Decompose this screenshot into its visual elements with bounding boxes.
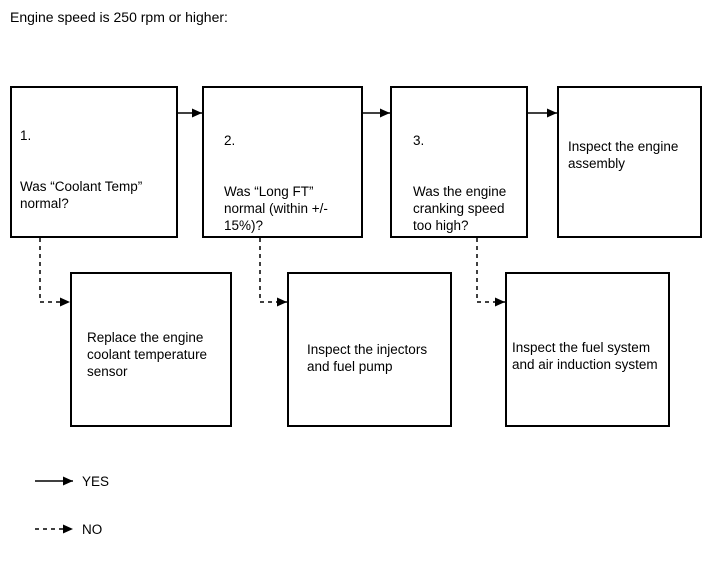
result-box-coolant-sensor-text: Replace the engine coolant temperature s… bbox=[87, 330, 208, 379]
result-box-fuel-air-induction: Inspect the fuel system and air inductio… bbox=[505, 272, 670, 427]
result-box-coolant-sensor: Replace the engine coolant temperature s… bbox=[70, 272, 232, 427]
decision-box-1-number: 1. bbox=[20, 128, 32, 143]
decision-box-1: 1. Was “Coolant Temp” normal? bbox=[10, 86, 178, 238]
no-connector-1 bbox=[39, 238, 70, 307]
result-box-injectors-fuel-pump-text: Inspect the injectors and fuel pump bbox=[307, 342, 428, 374]
decision-box-2-question: Was “Long FT” normal (within +/- 15%)? bbox=[224, 184, 328, 233]
decision-box-3: 3. Was the engine cranking speed too hig… bbox=[390, 86, 528, 238]
result-box-fuel-air-induction-text: Inspect the fuel system and air inductio… bbox=[512, 340, 658, 372]
result-box-injectors-fuel-pump: Inspect the injectors and fuel pump bbox=[287, 272, 452, 427]
decision-box-1-question: Was “Coolant Temp” normal? bbox=[20, 179, 143, 211]
page-title: Engine speed is 250 rpm or higher: bbox=[10, 9, 228, 25]
decision-box-3-number: 3. bbox=[413, 133, 425, 148]
decision-box-2-number: 2. bbox=[224, 133, 236, 148]
decision-box-3-question: Was the engine cranking speed too high? bbox=[413, 184, 507, 233]
legend-label-no: NO bbox=[82, 522, 103, 537]
decision-box-2: 2. Was “Long FT” normal (within +/- 15%)… bbox=[202, 86, 363, 238]
result-box-engine-assembly: Inspect the engine assembly bbox=[557, 86, 702, 238]
result-box-engine-assembly-text: Inspect the engine assembly bbox=[568, 139, 679, 171]
legend-label-yes: YES bbox=[82, 474, 110, 489]
